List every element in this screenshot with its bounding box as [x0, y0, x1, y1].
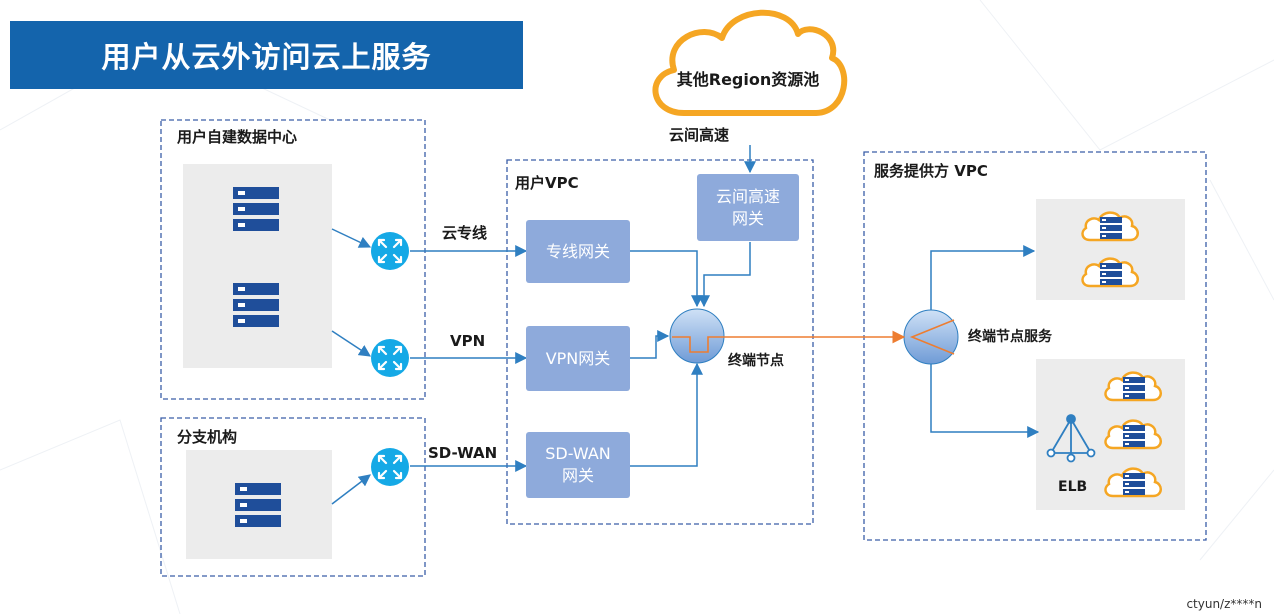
server-icon: [233, 187, 279, 231]
direct-connect-label: 云专线: [442, 224, 488, 242]
cloud-express-gateway: 云间高速 网关: [697, 174, 799, 241]
cloud-label: 其他Region资源池: [676, 70, 820, 89]
provider-vpc-panel: [863, 151, 1207, 541]
sdwan-gateway: SD-WAN 网关: [526, 432, 630, 498]
sdwan-gateway-line-2: 网关: [561, 466, 594, 485]
elb-icon: [1046, 414, 1096, 463]
user-dc-label: 用户自建数据中心: [177, 128, 298, 146]
cloud-express-gateway-line-2: 网关: [731, 208, 764, 228]
connector-line: [331, 474, 371, 505]
sdwan-label: SD-WAN: [428, 444, 498, 462]
private-link-fanout: [909, 319, 955, 355]
branch-panel: [160, 417, 426, 577]
user-vpc-panel: [506, 159, 814, 525]
vpn-label: VPN: [450, 332, 486, 350]
gateway-to-endpoint-line: [630, 362, 703, 467]
router-icon: [369, 446, 411, 488]
server-icon: [235, 483, 281, 527]
provider-vpc-label: 服务提供方 VPC: [874, 162, 988, 180]
branch-label: 分支机构: [177, 428, 238, 446]
watermark: ctyun/z****n: [1186, 597, 1262, 611]
vpn-gateway: VPN网关: [526, 326, 630, 391]
user-dc-panel: [160, 119, 426, 400]
sdwan-gateway-line-1: SD-WAN: [545, 444, 611, 463]
endpoint-icon: [669, 308, 725, 364]
gateway-to-endpoint-line: [698, 242, 751, 308]
elb-label: ELB: [1058, 479, 1088, 495]
endpoint-service-label: 终端节点服务: [968, 329, 1052, 345]
gateway-to-endpoint-line: [630, 250, 703, 308]
cloud-icon: [652, 9, 848, 116]
router-icon: [369, 337, 411, 379]
connector-line: [331, 330, 372, 357]
router-icon: [369, 230, 411, 272]
service-fanout-line: [930, 364, 1040, 438]
user-vpc-label: 用户VPC: [515, 174, 579, 192]
private-link-line: [672, 330, 906, 353]
cloud-express-label: 云间高速: [669, 126, 730, 144]
service-fanout-line: [930, 245, 1036, 310]
endpoint-label: 终端节点: [728, 353, 784, 369]
gateway-to-endpoint-line: [630, 330, 670, 359]
page-title: 用户从云外访问云上服务: [10, 21, 523, 89]
server-icon: [233, 283, 279, 327]
direct-connect-gateway: 专线网关: [526, 220, 630, 283]
cloud-express-gateway-line-1: 云间高速: [715, 186, 780, 206]
connector-line: [331, 228, 372, 248]
